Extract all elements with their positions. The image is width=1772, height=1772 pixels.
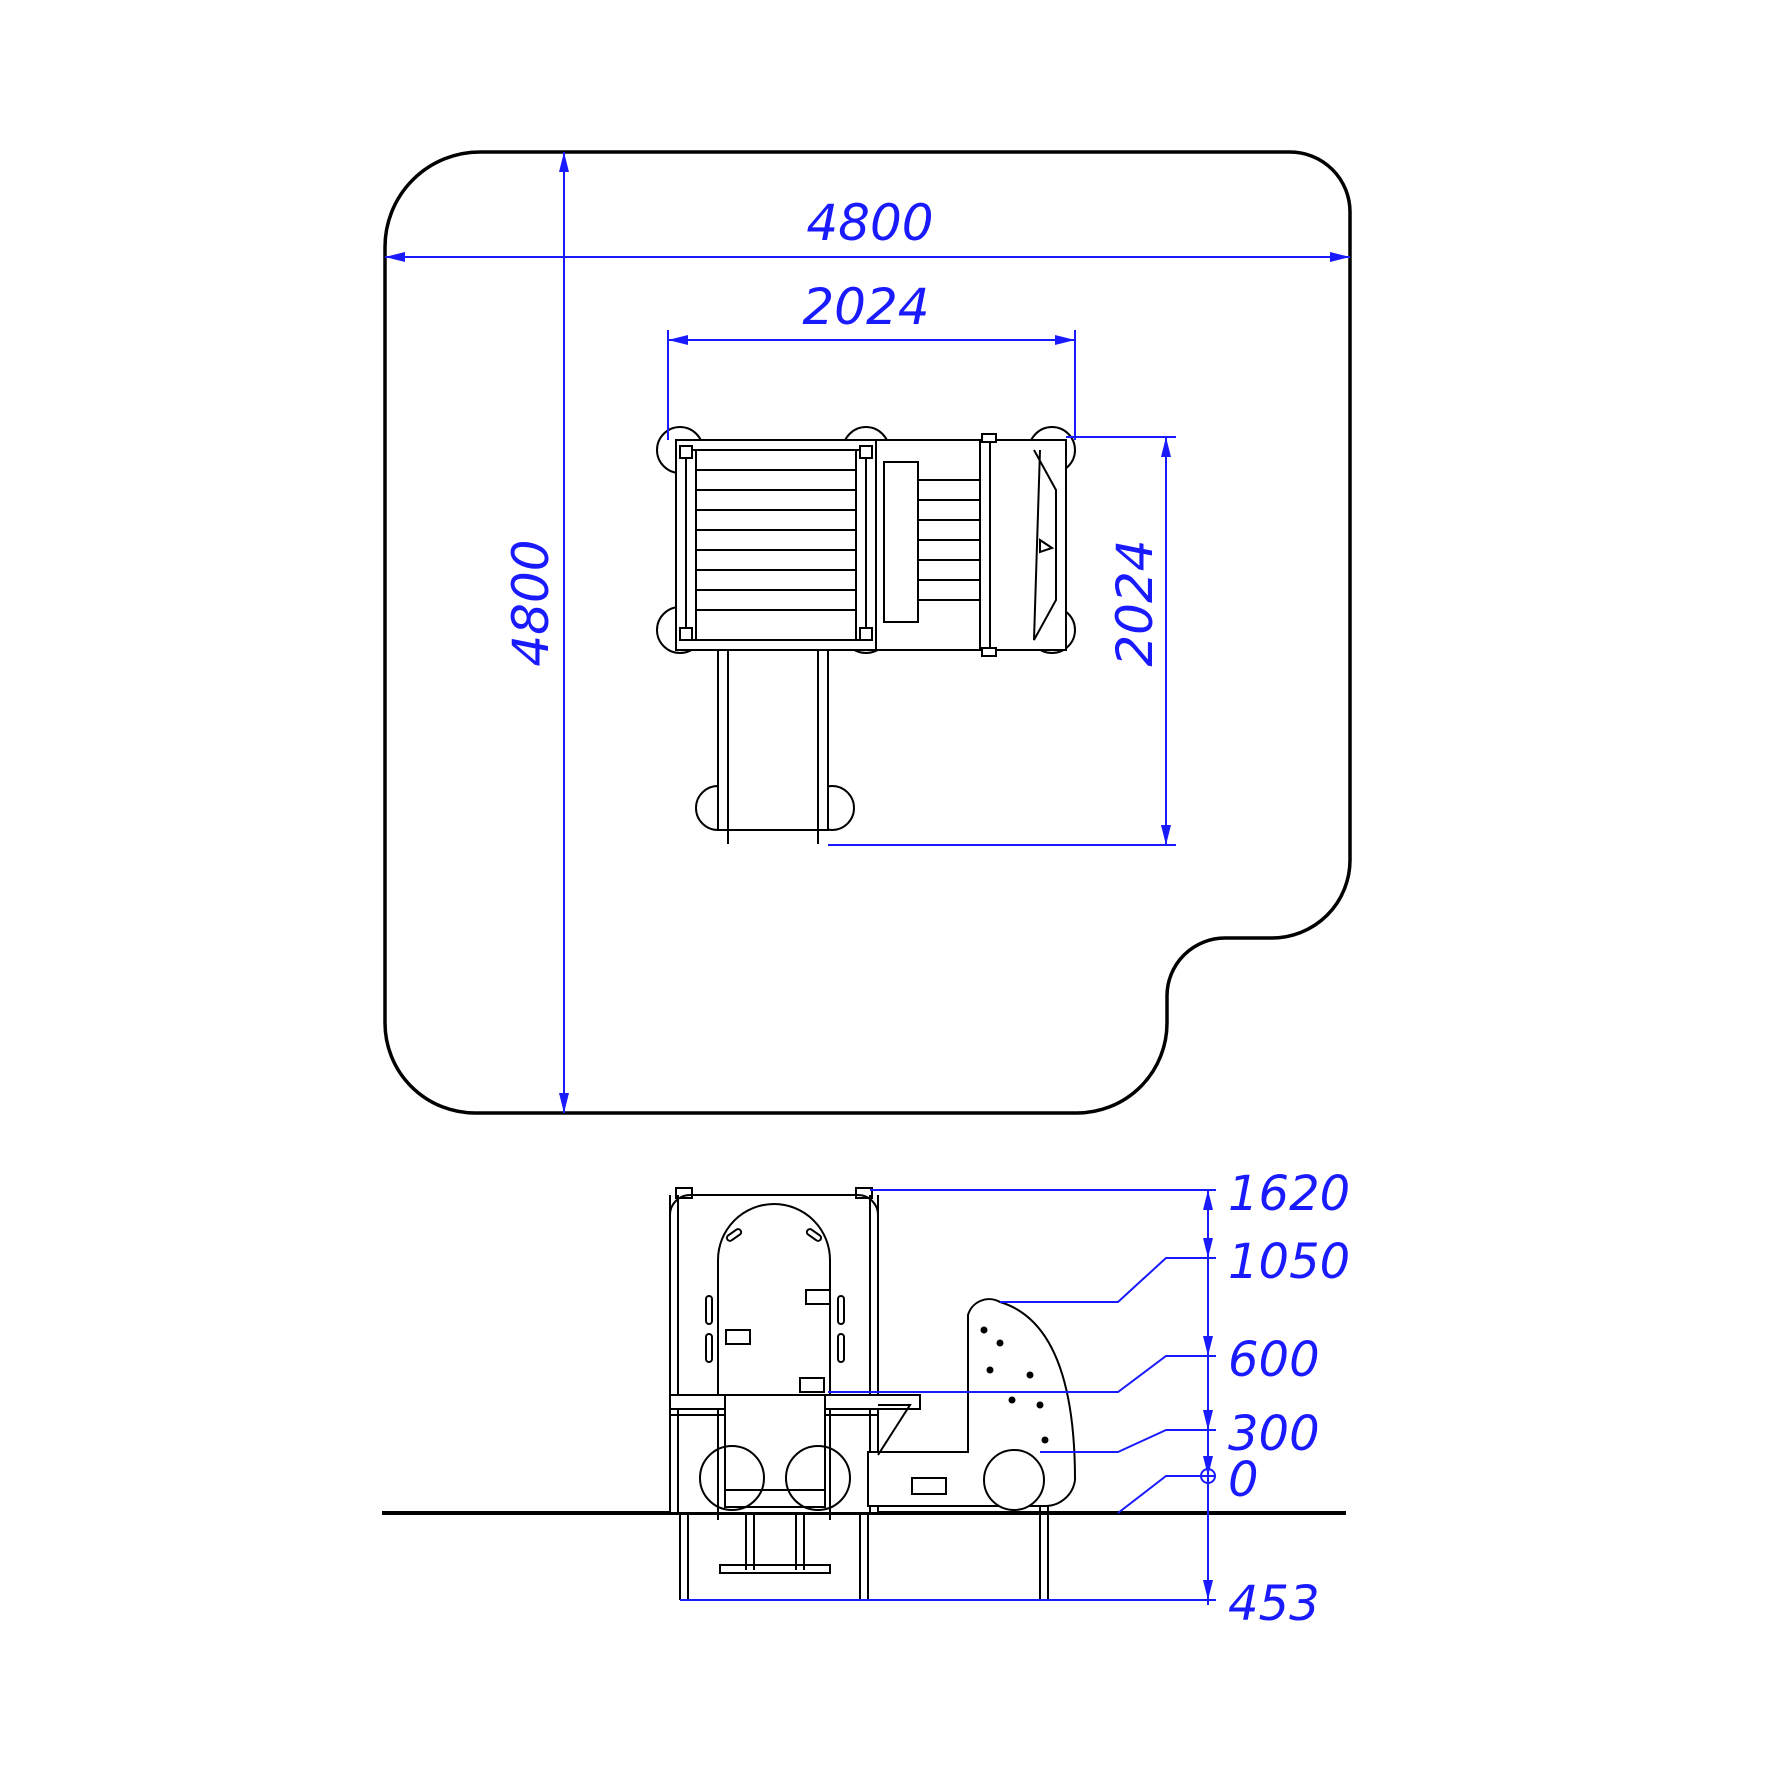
- tower-arch-window: [717, 1203, 831, 1520]
- ladder: [724, 1394, 826, 1508]
- level-label: 0: [1228, 1452, 1259, 1508]
- equipment-plan: [656, 426, 1076, 844]
- plan-view: 4800 2024 4800 2024: [383, 150, 1352, 1115]
- level-label: 300: [1228, 1406, 1320, 1462]
- equipment-width-label: 2024: [802, 278, 929, 336]
- deck-slats: [696, 469, 856, 611]
- equipment-elevation: [669, 1187, 1077, 1600]
- vehicle-dots: [980, 1326, 1049, 1444]
- level-label: 453: [1228, 1576, 1320, 1632]
- level-label: 1620: [1228, 1166, 1350, 1222]
- vehicle-wheel: [983, 1449, 1045, 1511]
- platform-deck: [675, 439, 877, 651]
- vehicle-slats: [918, 479, 980, 601]
- foundation-posts: [679, 1505, 1049, 1600]
- slide-plan: [717, 649, 829, 831]
- plan-dimensions: [385, 152, 1350, 1113]
- equipment-depth-label: 2024: [1106, 539, 1164, 666]
- elevation-view: 1620 1050 600 300 0 453: [382, 1166, 1350, 1632]
- arch-slots: [705, 1228, 845, 1393]
- level-label: 600: [1228, 1332, 1320, 1388]
- overall-width-label: 4800: [806, 194, 933, 252]
- safety-zone-outline: [383, 150, 1352, 1115]
- level-label: 1050: [1228, 1234, 1350, 1290]
- level-dimensions: [680, 1189, 1216, 1605]
- overall-depth-label: 4800: [502, 539, 560, 666]
